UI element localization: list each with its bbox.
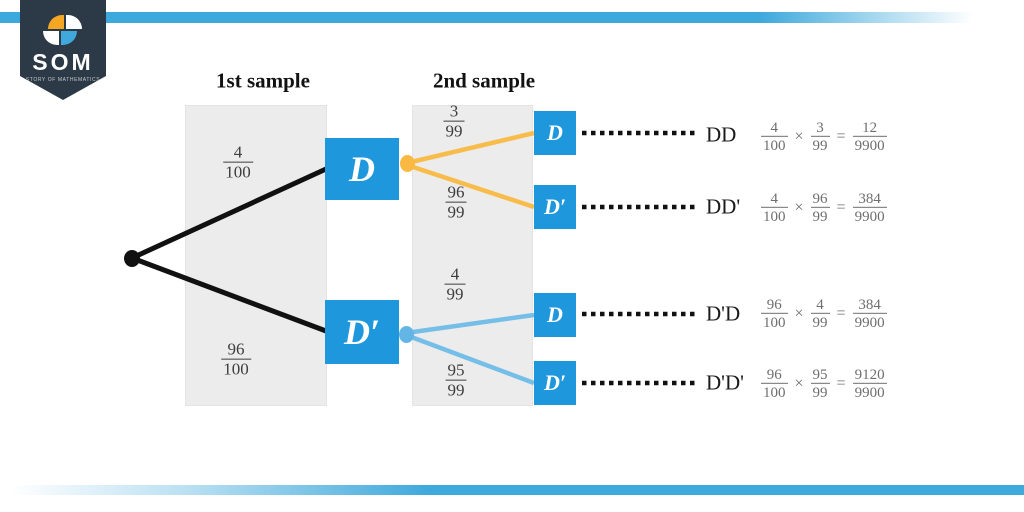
equals-operator: = xyxy=(836,375,846,392)
node-D: D xyxy=(325,138,399,200)
first-sample-panel xyxy=(185,105,327,406)
logo-quarter-white-bottom xyxy=(43,31,59,45)
times-operator: × xyxy=(794,128,804,145)
logo-quarter-white-top xyxy=(66,15,82,29)
prob-fraction-95-99: 95 99 xyxy=(445,360,467,401)
root-node-dot xyxy=(124,250,140,267)
node-DprimeDprime-leaf: D′ xyxy=(534,361,576,405)
fraction-numerator: 3 xyxy=(449,101,459,121)
prob-fraction-96-100: 96 100 xyxy=(221,339,251,380)
column-header-second-sample: 2nd sample xyxy=(432,68,536,93)
branch-D-prime-to-DprimeD xyxy=(405,312,535,336)
fraction-denominator: 100 xyxy=(221,359,251,379)
outcome-label-DD: DD xyxy=(706,122,737,147)
node-DprimeD-leaf: D xyxy=(534,293,576,337)
logo-quarter-orange xyxy=(48,15,64,29)
equals-operator: = xyxy=(836,128,846,145)
logo-quarter-blue xyxy=(61,31,77,45)
som-logo-badge: SOM STORY OF MATHEMATICS xyxy=(20,0,106,100)
fraction-numerator: 96 xyxy=(227,339,245,359)
logo-text: SOM xyxy=(32,49,94,75)
fraction-numerator: 96 xyxy=(447,182,465,202)
fraction-denominator: 99 xyxy=(445,202,467,222)
prob-fraction-96-99: 96 99 xyxy=(445,182,467,223)
node-DD-prime-leaf: D′ xyxy=(534,185,576,229)
junction-dot-blue xyxy=(399,326,414,343)
branch-root-to-D xyxy=(130,166,328,261)
fraction-denominator: 100 xyxy=(223,162,253,182)
node-D-prime: D′ xyxy=(325,300,399,364)
top-accent-stripe xyxy=(0,12,1024,23)
times-operator: × xyxy=(794,199,804,216)
equals-operator: = xyxy=(836,305,846,322)
times-operator: × xyxy=(794,305,804,322)
equals-operator: = xyxy=(836,199,846,216)
junction-dot-orange xyxy=(400,155,415,172)
prob-fraction-4-100: 4 100 xyxy=(223,142,253,183)
fraction-denominator: 99 xyxy=(444,284,466,304)
branch-D-prime-to-DprimeDprime xyxy=(405,332,535,386)
outcome-label-DprimeD: D'D xyxy=(706,301,741,326)
bottom-accent-stripe xyxy=(0,485,1024,495)
fraction-denominator: 99 xyxy=(443,121,465,141)
branch-D-to-DD xyxy=(406,130,535,166)
fraction-numerator: 4 xyxy=(233,142,243,162)
branch-root-to-D-prime xyxy=(131,255,327,334)
outcome-label-DprimeDprime: D'D' xyxy=(706,370,744,395)
fraction-denominator: 99 xyxy=(445,380,467,400)
som-logo-icon xyxy=(42,15,84,46)
fraction-numerator: 4 xyxy=(450,264,460,284)
prob-fraction-3-99: 3 99 xyxy=(443,101,465,142)
node-DD-leaf: D xyxy=(534,111,576,155)
branch-D-to-DD-prime xyxy=(406,162,535,210)
logo-subtext: STORY OF MATHEMATICS xyxy=(25,77,101,83)
fraction-numerator: 95 xyxy=(447,360,465,380)
outcome-label-DD-prime: DD' xyxy=(706,194,741,219)
prob-fraction-4-99: 4 99 xyxy=(444,264,466,305)
times-operator: × xyxy=(794,375,804,392)
column-header-first-sample: 1st sample xyxy=(216,68,310,93)
